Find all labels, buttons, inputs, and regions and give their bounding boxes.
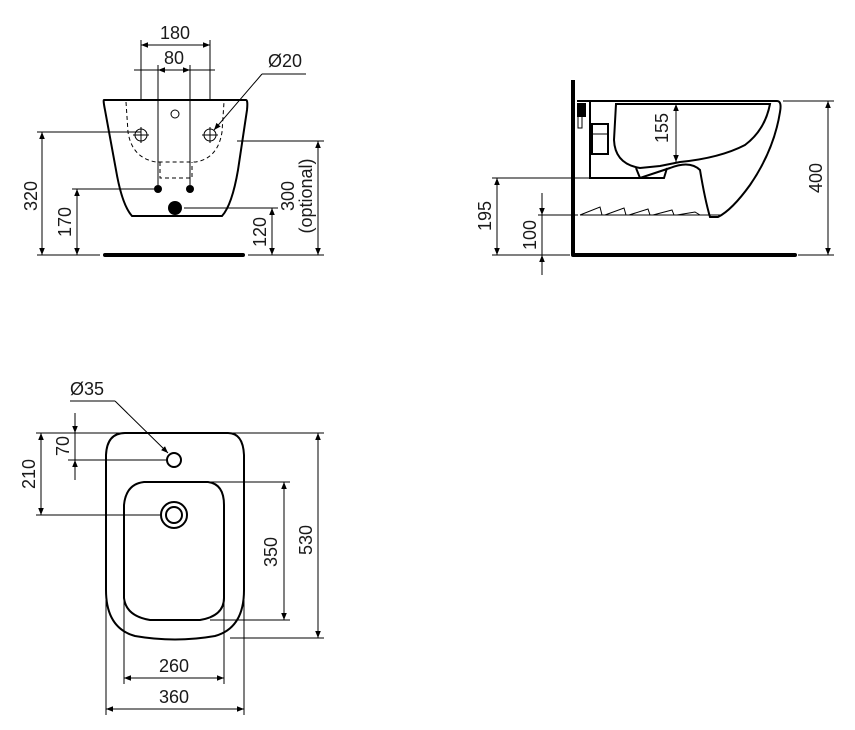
- dim-label-diameter-20: Ø20: [268, 51, 302, 71]
- dim-label-260: 260: [159, 656, 189, 676]
- dim-label-530: 530: [296, 525, 316, 555]
- fixing-bolt-left: [133, 127, 149, 143]
- top-view: Ø35 70 210 350 530 260 360: [19, 379, 324, 715]
- dim-label-optional: (optional): [296, 158, 316, 233]
- wall-bracket: [577, 103, 586, 117]
- dim-label-400: 400: [806, 163, 826, 193]
- dim-label-320: 320: [21, 181, 41, 211]
- dim-label-350: 350: [261, 537, 281, 567]
- waste-outlet: [168, 201, 182, 215]
- side-bidet-outer: [577, 100, 782, 218]
- dim-label-155: 155: [652, 113, 672, 143]
- dim-label-100: 100: [520, 220, 540, 250]
- front-hidden-outline: [125, 101, 225, 163]
- dim-label-120: 120: [250, 217, 270, 247]
- side-view: 155 400 195 100: [475, 80, 834, 275]
- dim-label-diameter-35: Ø35: [70, 379, 104, 399]
- supply-hole-right: [186, 185, 194, 193]
- dim-label-170: 170: [55, 207, 75, 237]
- supply-fitting: [591, 123, 609, 155]
- top-waste-outlet-outer: [160, 501, 188, 529]
- dim-label-360: 360: [159, 687, 189, 707]
- supply-hole-left: [154, 185, 162, 193]
- dim-label-70: 70: [53, 436, 73, 456]
- top-bidet-outline: [105, 432, 245, 641]
- side-bidet-bowl: [612, 103, 772, 170]
- dim-label-180: 180: [160, 23, 190, 43]
- dim-label-210: 210: [19, 459, 39, 489]
- fixing-bolt-right: [202, 127, 218, 143]
- dim-label-300: 300: [278, 181, 298, 211]
- side-base-feet: [579, 206, 720, 216]
- top-waste-outlet-inner: [165, 506, 183, 524]
- tap-hole-mark: [170, 109, 180, 119]
- front-bidet-body: [102, 99, 249, 217]
- top-tap-hole: [166, 452, 182, 468]
- front-view: 180 80 Ø20 320 170 120 300 (optional): [21, 23, 324, 257]
- top-bidet-bowl: [123, 481, 225, 621]
- dim-label-195: 195: [475, 201, 495, 231]
- dim-label-80: 80: [164, 48, 184, 68]
- waste-spigot: [635, 167, 668, 179]
